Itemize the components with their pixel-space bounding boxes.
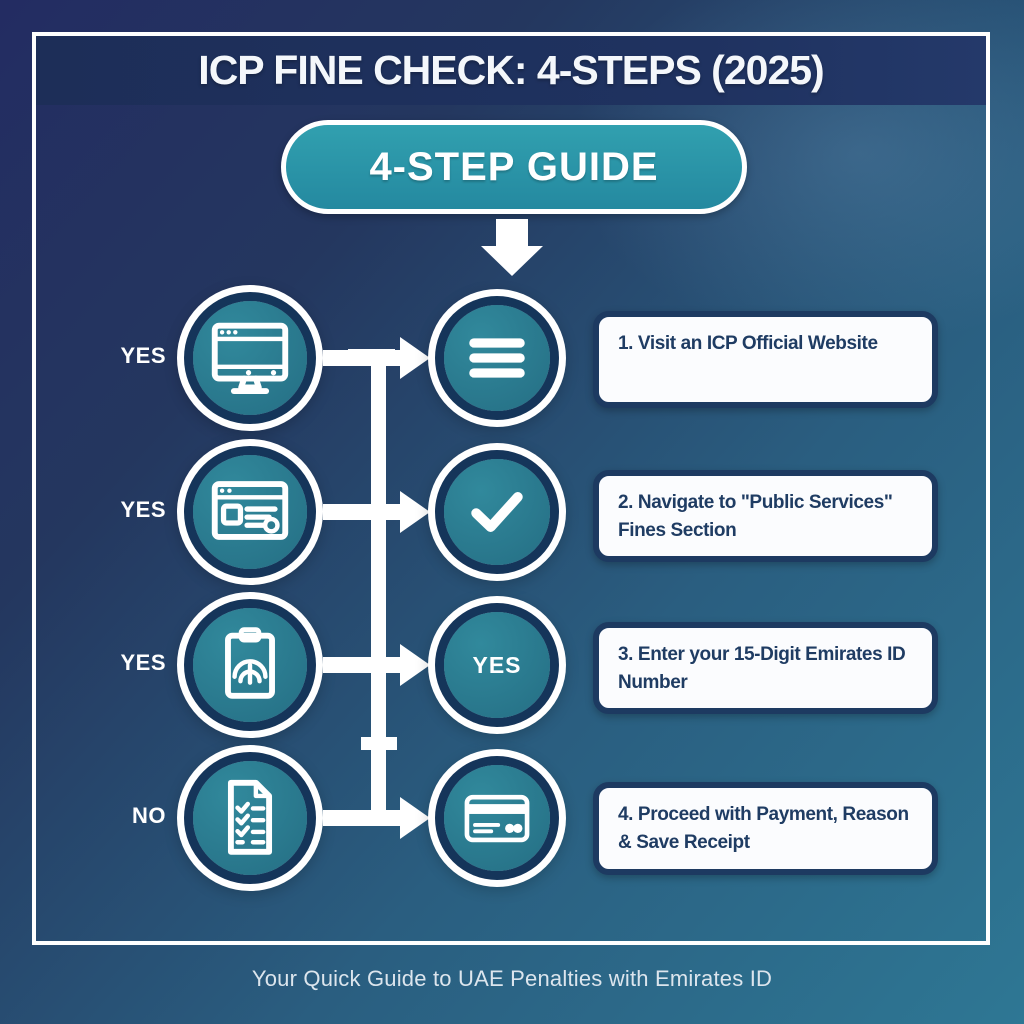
flow-arrow-head [400,644,430,686]
step-circle [193,608,307,722]
flow-arrow [323,504,401,520]
yes-label: YES [472,651,522,678]
step-circle [444,305,550,411]
desktop-monitor-icon [211,322,289,394]
decision-label: YES [120,497,166,522]
step-box: 4. Proceed with Payment, Reason & Save R… [593,782,938,875]
flow-arrow [323,657,401,673]
footer-caption: Your Quick Guide to UAE Penalties with E… [251,966,773,991]
flow-arrow [323,810,401,826]
step-text: 4. Proceed with Payment, Reason & Save R… [618,804,909,853]
checkmark-icon [471,492,523,532]
guide-pill-badge: 4-STEP GUIDE [281,120,747,214]
down-arrow-icon [496,219,528,247]
flow-arrow-head [400,797,430,839]
step-text: 1. Visit an ICP Official Website [618,333,878,354]
decision-label: YES [120,650,166,675]
flow-connector-line [371,352,386,822]
flow-connector-cap [361,737,397,750]
credit-card-icon [464,794,530,843]
guide-pill-label: 4-STEP GUIDE [369,144,659,189]
flow-arrow-head [400,337,430,379]
step-circle [193,455,307,569]
flow-arrow-head [400,491,430,533]
decision-label: YES [120,343,166,368]
step-circle: YES [444,612,550,718]
checklist-document-icon [227,779,273,855]
step-circle [193,761,307,875]
fingerprint-clipboard-icon [225,627,275,699]
border-frame [32,32,990,945]
step-circle [444,459,550,565]
page-title: ICP FINE CHECK: 4-STEPS (2025) [198,47,824,93]
step-text: 3. Enter your 15-Digit Emirates ID Numbe… [618,644,906,693]
step-circle [444,765,550,871]
down-arrow-icon [481,246,543,276]
step-circle [193,301,307,415]
menu-lines-icon [469,338,525,378]
step-box: 2. Navigate to "Public Services" Fines S… [593,470,938,562]
step-box: 3. Enter your 15-Digit Emirates ID Numbe… [593,622,938,714]
flow-arrow [323,350,401,366]
header-band: ICP FINE CHECK: 4-STEPS (2025) [36,36,986,105]
browser-window-icon [211,481,289,540]
step-box: 1. Visit an ICP Official Website [593,311,938,408]
decision-label: NO [132,803,166,828]
step-text: 2. Navigate to "Public Services" Fines S… [618,492,893,541]
